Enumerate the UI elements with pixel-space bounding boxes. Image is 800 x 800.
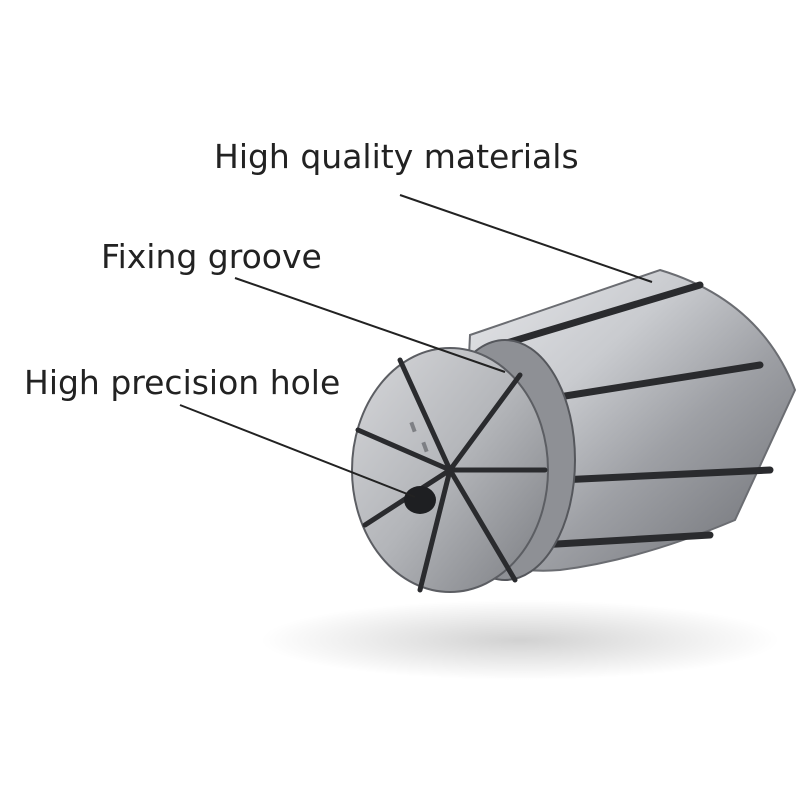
callout-label-groove: Fixing groove xyxy=(101,237,322,276)
callout-label-quality: High quality materials xyxy=(214,137,579,176)
precision-hole xyxy=(404,486,436,514)
leader-line-hole xyxy=(179,404,416,498)
leader-line-groove xyxy=(234,277,506,373)
leader-line-quality xyxy=(399,194,653,283)
body-slots xyxy=(496,281,774,549)
callout-label-hole: High precision hole xyxy=(24,363,341,402)
floor-shadow xyxy=(260,600,780,680)
face-slots xyxy=(355,357,548,593)
leader-lines xyxy=(179,194,653,498)
engraving xyxy=(409,421,429,453)
